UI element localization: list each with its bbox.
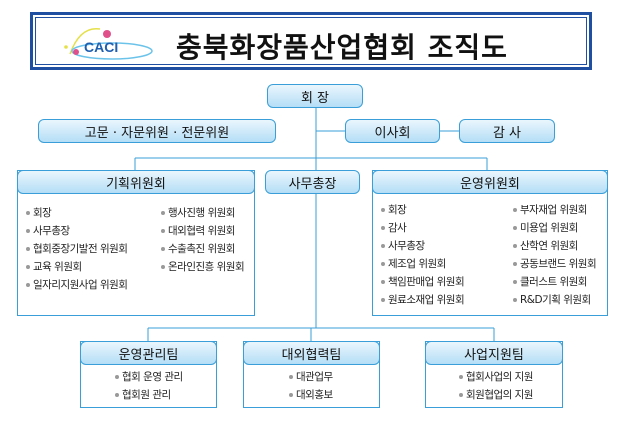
team-title: 대외협력팀 <box>243 341 380 365</box>
list-item: 책임판매업 위원회 <box>381 273 465 291</box>
list-item: 협회 운영 관리 <box>115 368 183 386</box>
list-item: 대관업무 <box>289 368 333 386</box>
operations-right-list: 부자재업 위원회 미용업 위원회 산학연 위원회 공동브랜드 위원회 클러스트 … <box>513 201 597 309</box>
list-item: 온라인진흥 위원회 <box>161 258 245 276</box>
list-item: 교육 위원회 <box>26 258 127 276</box>
list-item: 산학연 위원회 <box>513 237 596 255</box>
svg-text:CACI: CACI <box>84 39 118 55</box>
team-items: 협회사업의 지원 회원협업의 지원 <box>459 368 533 404</box>
list-item: 회장 <box>26 204 127 222</box>
list-item: 수출촉진 위원회 <box>161 240 244 258</box>
list-item: 제조업 위원회 <box>381 255 464 273</box>
planning-committee-title: 기획위원회 <box>17 170 255 194</box>
caci-logo: CACI <box>64 27 153 60</box>
advisors-box: 고문 · 자문위원 · 전문위원 <box>38 119 276 143</box>
list-item: 협회사업의 지원 <box>459 368 533 386</box>
team-operations-panel: 운영관리팀 협회 운영 관리 협회원 관리 <box>80 341 217 408</box>
team-title: 사업지원팀 <box>425 341 563 365</box>
operations-committee-title: 운영위원회 <box>372 170 608 194</box>
team-title: 운영관리팀 <box>80 341 217 365</box>
team-external-panel: 대외협력팀 대관업무 대외홍보 <box>243 341 380 408</box>
auditor-box: 감 사 <box>459 119 555 143</box>
list-item: 원료소재업 위원회 <box>381 291 465 309</box>
list-item: 부자재업 위원회 <box>513 201 596 219</box>
team-items: 협회 운영 관리 협회원 관리 <box>115 368 183 404</box>
operations-left-list: 회장 감사 사무총장 제조업 위원회 책임판매업 위원회 원료소재업 위원회 <box>381 201 465 309</box>
team-items: 대관업무 대외홍보 <box>289 368 333 404</box>
planning-right-list: 행사진행 위원회 대외협력 위원회 수출촉진 위원회 온라인진흥 위원회 <box>161 204 245 276</box>
board-box: 이사회 <box>345 119 440 143</box>
list-item: 감사 <box>381 219 464 237</box>
list-item: 일자리지원사업 위원회 <box>26 276 128 294</box>
list-item: 협회중장기발전 위원회 <box>26 240 128 258</box>
operations-committee-panel: 운영위원회 회장 감사 사무총장 제조업 위원회 책임판매업 위원회 원료소재업… <box>372 170 608 316</box>
chairman-box: 회 장 <box>267 84 363 108</box>
list-item: 미용업 위원회 <box>513 219 596 237</box>
planning-left-list: 회장 사무총장 협회중장기발전 위원회 교육 위원회 일자리지원사업 위원회 <box>26 204 128 294</box>
list-item: 협회원 관리 <box>115 386 183 404</box>
team-business-panel: 사업지원팀 협회사업의 지원 회원협업의 지원 <box>425 341 563 408</box>
list-item: 클러스트 위원회 <box>513 273 596 291</box>
list-item: 사무총장 <box>381 237 464 255</box>
page-title: 충북화장품산업협회 조직도 <box>176 31 508 64</box>
planning-committee-panel: 기획위원회 회장 사무총장 협회중장기발전 위원회 교육 위원회 일자리지원사업… <box>17 170 255 316</box>
list-item: R&D기획 위원회 <box>513 291 596 309</box>
title-banner: CACI 충북화장품산업협회 조직도 <box>30 12 592 70</box>
list-item: 회장 <box>381 201 464 219</box>
list-item: 사무총장 <box>26 222 127 240</box>
list-item: 대외홍보 <box>289 386 333 404</box>
list-item: 회원협업의 지원 <box>459 386 533 404</box>
list-item: 행사진행 위원회 <box>161 204 244 222</box>
secretary-general-box: 사무총장 <box>265 170 360 194</box>
list-item: 공동브랜드 위원회 <box>513 255 597 273</box>
list-item: 대외협력 위원회 <box>161 222 244 240</box>
